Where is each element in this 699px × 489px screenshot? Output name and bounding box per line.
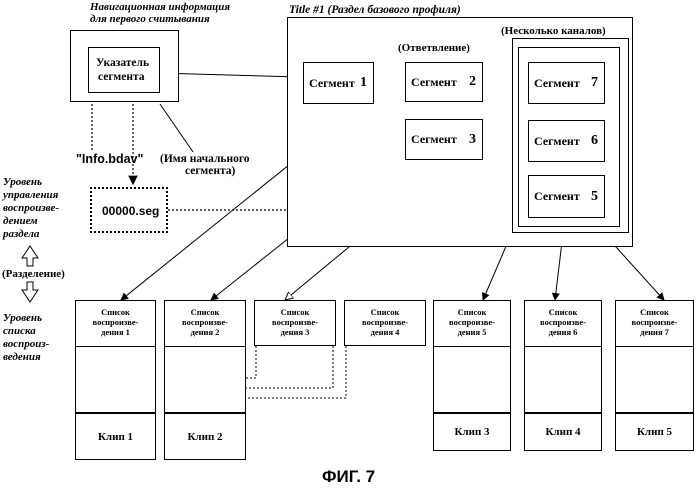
playlist-7: Списоквоспроизве-дения 7 xyxy=(615,300,694,413)
playlist-1: Списоквоспроизве-дения 1 xyxy=(75,300,156,413)
info-bdav-label: "Info.bdav" xyxy=(76,153,143,165)
segment-1: Сегмент1 xyxy=(303,62,374,104)
seg-file-label: 00000.seg xyxy=(102,205,159,217)
figure-caption: ФИГ. 7 xyxy=(322,467,375,486)
separation-arrow-down xyxy=(22,282,38,302)
multichannel-label: (Несколько каналов) xyxy=(501,25,606,37)
playlist-level-label: Уровень списка воспроиз- ведения xyxy=(3,312,49,364)
arrow-pointer-to-seg1 xyxy=(158,73,300,77)
playlist-2: Списоквоспроизве-дения 2 xyxy=(164,300,246,413)
nav-info-title: Навигационная информация для первого счи… xyxy=(90,1,230,25)
line-start-name xyxy=(160,104,193,152)
segment-2: Сегмент2 xyxy=(405,62,483,102)
branch-label: (Ответвление) xyxy=(398,42,470,54)
title-label: Title #1 (Раздел базового профиля) xyxy=(289,4,461,16)
playlist-4: Списоквоспроизве-дения 4 xyxy=(344,300,426,346)
segment-3: Сегмент3 xyxy=(405,119,483,160)
start-segment-name-label: (Имя начального сегмента) xyxy=(160,153,250,177)
clip-3: Клип 3 xyxy=(433,413,511,451)
segment-pointer-box: Указатель сегмента xyxy=(88,47,160,93)
clip-4: Клип 4 xyxy=(524,413,602,451)
playlist-6: Списоквоспроизве-дения 6 xyxy=(524,300,602,413)
clip-5: Клип 5 xyxy=(615,413,694,451)
seg-file-box: 00000.seg xyxy=(90,187,168,233)
control-level-label: Уровень управления воспроизве- дением ра… xyxy=(3,176,59,241)
playlist-5: Списоквоспроизве-дения 5 xyxy=(433,300,511,413)
separation-arrow-up xyxy=(22,246,38,266)
clip-1: Клип 1 xyxy=(75,413,156,460)
clip-2: Клип 2 xyxy=(164,413,246,460)
separation-label: (Разделение) xyxy=(2,268,65,280)
segment-5: Сегмент5 xyxy=(528,175,605,218)
pointer-label-1: Указатель xyxy=(96,57,149,69)
segment-6: Сегмент6 xyxy=(528,120,605,162)
segment-7: Сегмент7 xyxy=(528,62,605,104)
pointer-label-2: сегмента xyxy=(98,71,145,83)
playlist-3: Списоквоспроизве-дения 3 xyxy=(254,300,336,346)
